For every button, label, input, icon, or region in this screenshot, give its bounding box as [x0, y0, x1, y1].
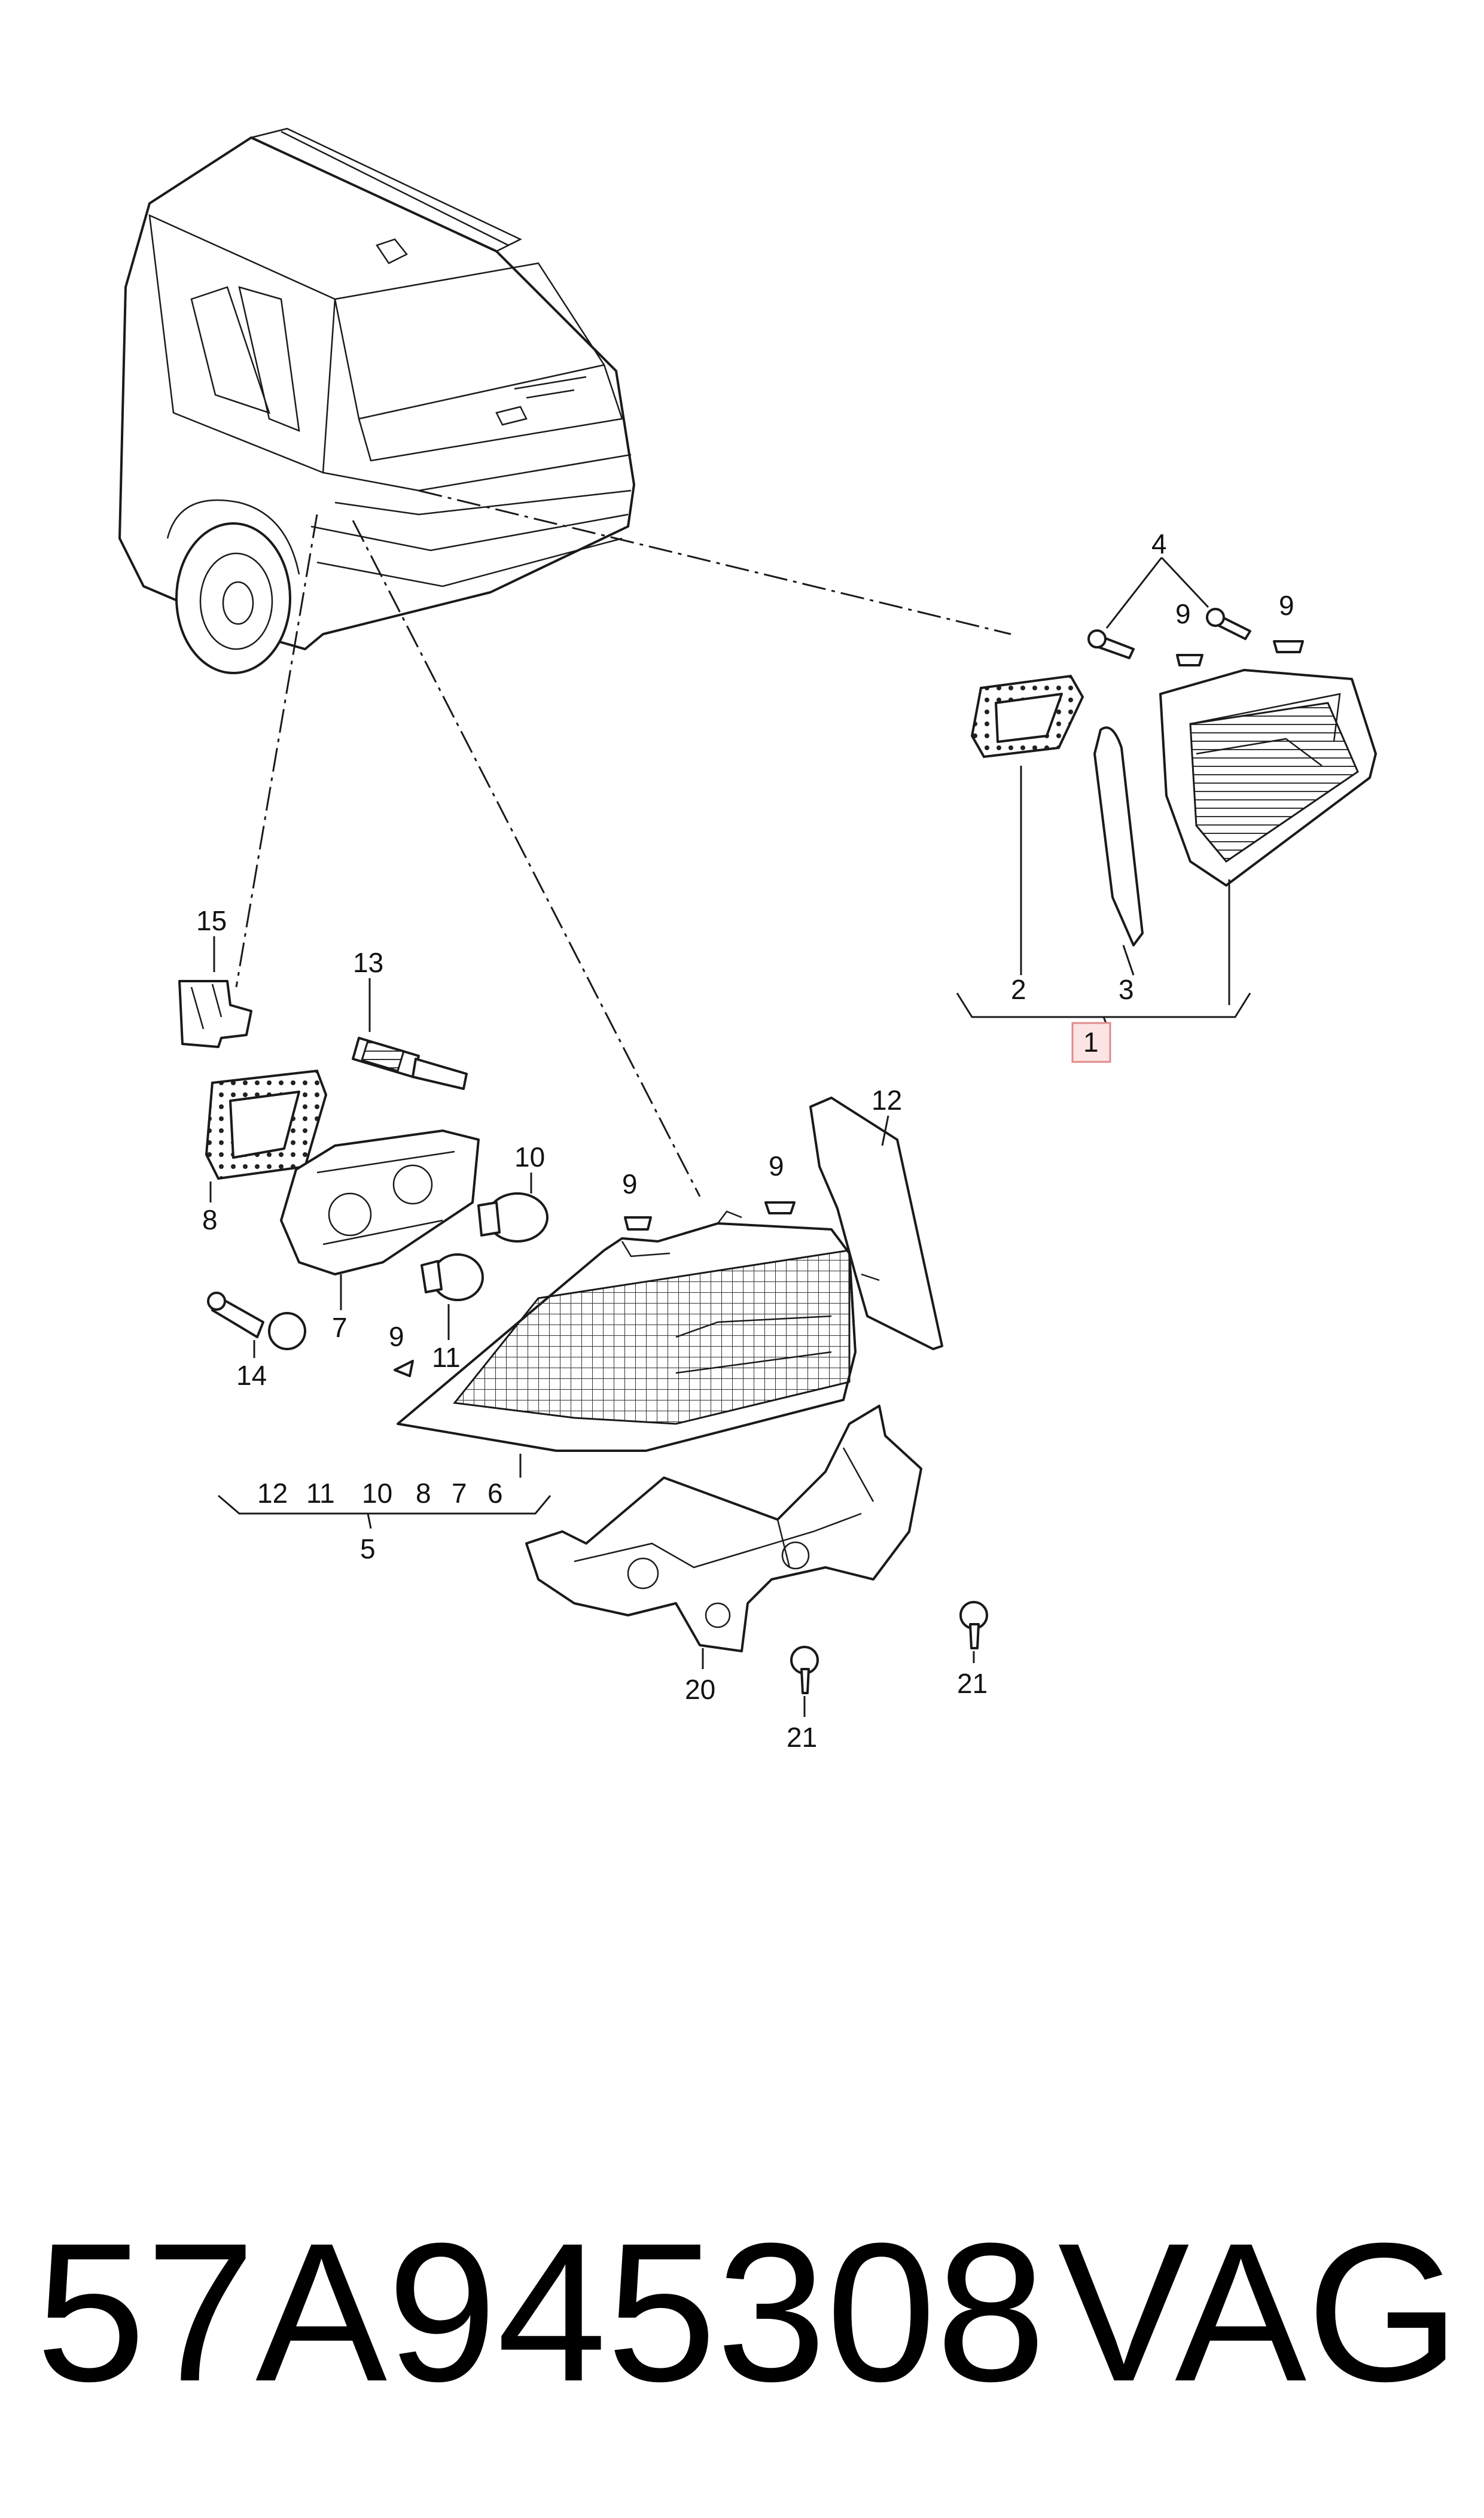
callout-5: 5 — [360, 1533, 376, 1564]
outer-lamp-part-6 — [397, 1210, 857, 1452]
outer-tail-lamp-group — [178, 936, 943, 1529]
callout-9b: 9 — [1279, 590, 1294, 621]
group-5-label-11: 11 — [306, 1478, 335, 1509]
clip-part-9d — [624, 1216, 652, 1231]
callout-9c: 9 — [622, 1168, 638, 1199]
group-5-bracket — [218, 1494, 551, 1529]
callout-13: 13 — [353, 947, 383, 978]
brand-text: VAG — [1058, 2202, 1460, 2422]
screw-part-21b — [959, 1601, 988, 1649]
bulb-part-11 — [420, 1253, 484, 1301]
callout-11: 11 — [432, 1342, 461, 1373]
socket-part-13 — [352, 1037, 468, 1090]
group-5-label-8: 8 — [416, 1478, 431, 1509]
inner-tail-lamp-group — [956, 556, 1377, 1063]
callout-15: 15 — [196, 905, 227, 936]
callout-9e: 9 — [389, 1321, 404, 1352]
callout-10: 10 — [514, 1141, 545, 1173]
callout-1-highlight-box — [1071, 1022, 1111, 1063]
callout-14: 14 — [236, 1360, 267, 1391]
group-5-label-10: 10 — [362, 1478, 392, 1509]
group-5-label-7: 7 — [452, 1478, 467, 1509]
clip-part-9a — [1176, 654, 1203, 666]
mounting-bracket-part-20 — [525, 1405, 922, 1652]
inner-lamp-housing — [1159, 669, 1377, 887]
callout-8: 8 — [202, 1204, 218, 1235]
trim-strip-part-3 — [1093, 726, 1144, 946]
callout-21b: 21 — [957, 1668, 988, 1699]
lamp-carrier-part-7 — [280, 1129, 480, 1275]
callout-7: 7 — [332, 1312, 348, 1343]
callout-20: 20 — [685, 1674, 715, 1705]
screw-part-21a — [790, 1646, 819, 1694]
group-5-label-12: 12 — [257, 1478, 288, 1509]
clip-part-9b — [1273, 640, 1304, 653]
callout-9d: 9 — [769, 1150, 784, 1182]
bulb-part-10 — [477, 1192, 548, 1243]
group-5-label-6: 6 — [487, 1478, 503, 1509]
clip-part-9e — [764, 1201, 796, 1214]
callout-1: 1 — [1083, 1027, 1099, 1058]
callout-2: 2 — [1011, 974, 1026, 1005]
adjuster-part-14 — [207, 1292, 306, 1350]
bracket-part-12 — [809, 1097, 943, 1350]
callout-3: 3 — [1119, 974, 1134, 1005]
callout-labels: 4 9 9 2 3 1 15 13 12 10 9 9 8 11 7 9 14 … — [196, 528, 1294, 1753]
connector-part-15 — [178, 980, 252, 1048]
callout-9a: 9 — [1175, 598, 1191, 629]
mounting-bracket-group — [525, 1405, 988, 1717]
callout-21a: 21 — [787, 1722, 817, 1753]
screw-part-4b — [1206, 608, 1251, 640]
part-number-text: 57A945308 — [36, 2202, 1046, 2422]
callout-4: 4 — [1151, 528, 1167, 559]
assembly-leader-lines — [235, 489, 1011, 1197]
screw-part-4a — [1087, 629, 1135, 659]
clip-part-9c — [394, 1360, 414, 1377]
vehicle-rear-illustration — [118, 127, 635, 674]
callout-12a: 12 — [871, 1085, 902, 1116]
